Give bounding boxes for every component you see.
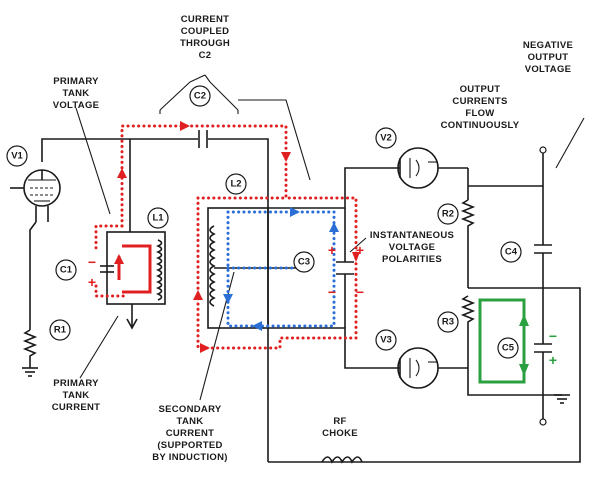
diagram-text: PRIMARY xyxy=(53,378,99,389)
primary-tank-current-loop xyxy=(114,244,152,294)
diagram-text: C1 xyxy=(60,265,73,276)
c3-label: C3 xyxy=(293,251,315,273)
diagram-text: TANK xyxy=(63,390,90,401)
diagram-text: PRIMARY xyxy=(53,76,99,87)
output-current-loop: − + xyxy=(478,298,557,384)
callout-negative-output-voltage: NEGATIVE OUTPUT VOLTAGE xyxy=(523,40,573,75)
diagram-text: − xyxy=(88,254,96,270)
diagram-text: R3 xyxy=(442,317,454,328)
diagram-text: TANK xyxy=(177,416,204,427)
diagram-text: VOLTAGE xyxy=(389,242,436,253)
diagram-text: L2 xyxy=(230,179,241,190)
secondary-current-path xyxy=(223,207,339,331)
diagram-text: L1 xyxy=(152,213,164,224)
primary-current-path xyxy=(94,121,360,353)
diagram-text: R2 xyxy=(442,209,454,220)
diagram-text: C2 xyxy=(194,91,206,102)
diagram-text: CHOKE xyxy=(322,428,358,439)
circuit-wiring xyxy=(10,74,585,464)
diagram-text: − xyxy=(328,284,336,300)
diagram-text: − xyxy=(356,284,364,300)
diagram-text: BY INDUCTION) xyxy=(152,452,228,463)
l1-label: L1 xyxy=(147,207,169,229)
c1-label: C1 xyxy=(55,259,77,281)
diagram-text: CURRENT xyxy=(181,14,230,25)
callout-output-currents: OUTPUT CURRENTS FLOW CONTINUOUSLY xyxy=(441,84,520,131)
diagram-text: V1 xyxy=(11,151,23,162)
diagram-text: FLOW xyxy=(465,108,494,119)
callout-instantaneous-polarities: INSTANTANEOUS VOLTAGE POLARITIES xyxy=(370,230,454,265)
r3-label: R3 xyxy=(437,311,459,333)
diagram-text: COUPLED xyxy=(181,26,230,37)
diagram-text: − xyxy=(549,328,557,344)
diagram-text: + xyxy=(549,352,557,368)
v1-label: V1 xyxy=(6,145,28,167)
diagram-text: OUTPUT xyxy=(460,84,501,95)
diagram-text: VOLTAGE xyxy=(53,100,100,111)
callout-primary-tank-voltage: PRIMARY TANK VOLTAGE xyxy=(53,76,100,111)
diagram-text: SECONDARY xyxy=(158,404,221,415)
diagram-text: INSTANTANEOUS xyxy=(370,230,454,241)
r2-label: R2 xyxy=(437,203,459,225)
callout-rf-choke: RF CHOKE xyxy=(322,416,358,439)
diagram-text: CONTINUOUSLY xyxy=(441,120,520,131)
diagram-text: TANK xyxy=(63,88,90,99)
component-labels: V1 C1 R1 L1 C2 L2 C3 V2 V3 R2 R3 C4 C5 xyxy=(6,85,522,359)
diagram-text: POLARITIES xyxy=(382,254,442,265)
diagram-text: CURRENT xyxy=(52,402,101,413)
diagram-text: C3 xyxy=(298,257,310,268)
diagram-text: CURRENT xyxy=(166,428,215,439)
v3-label: V3 xyxy=(375,329,397,351)
diagram-text: (SUPPORTED xyxy=(157,440,222,451)
c5-label: C5 xyxy=(497,337,519,359)
voltage-polarity-marks: − + + + − − xyxy=(88,242,364,300)
diagram-text: VOLTAGE xyxy=(525,64,572,75)
diagram-text: C2 xyxy=(199,50,212,61)
l2-label: L2 xyxy=(225,173,247,195)
callout-primary-tank-current: PRIMARY TANK CURRENT xyxy=(52,378,101,413)
diagram-text: R1 xyxy=(54,325,67,336)
callout-secondary-tank-current: SECONDARY TANK CURRENT (SUPPORTED BY IND… xyxy=(152,404,228,463)
diagram-text: RF xyxy=(333,416,346,427)
v2-label: V2 xyxy=(375,127,397,149)
r1-label: R1 xyxy=(49,319,71,341)
diagram-text: C4 xyxy=(505,247,518,258)
diagram-text: THROUGH xyxy=(180,38,230,49)
diagram-text: + xyxy=(356,242,364,258)
diagram-text: NEGATIVE xyxy=(523,40,573,51)
diagram-text: C5 xyxy=(502,343,515,354)
callout-current-coupled: CURRENT COUPLED THROUGH C2 xyxy=(180,14,230,61)
diagram-text: + xyxy=(328,242,336,258)
c4-label: C4 xyxy=(500,241,522,263)
diagram-text: V2 xyxy=(380,133,392,144)
diagram-text: + xyxy=(88,274,96,290)
diagram-text: OUTPUT xyxy=(528,52,569,63)
diagram-text: V3 xyxy=(380,335,392,346)
diagram-text: CURRENTS xyxy=(452,96,507,107)
c2-label: C2 xyxy=(189,85,211,107)
